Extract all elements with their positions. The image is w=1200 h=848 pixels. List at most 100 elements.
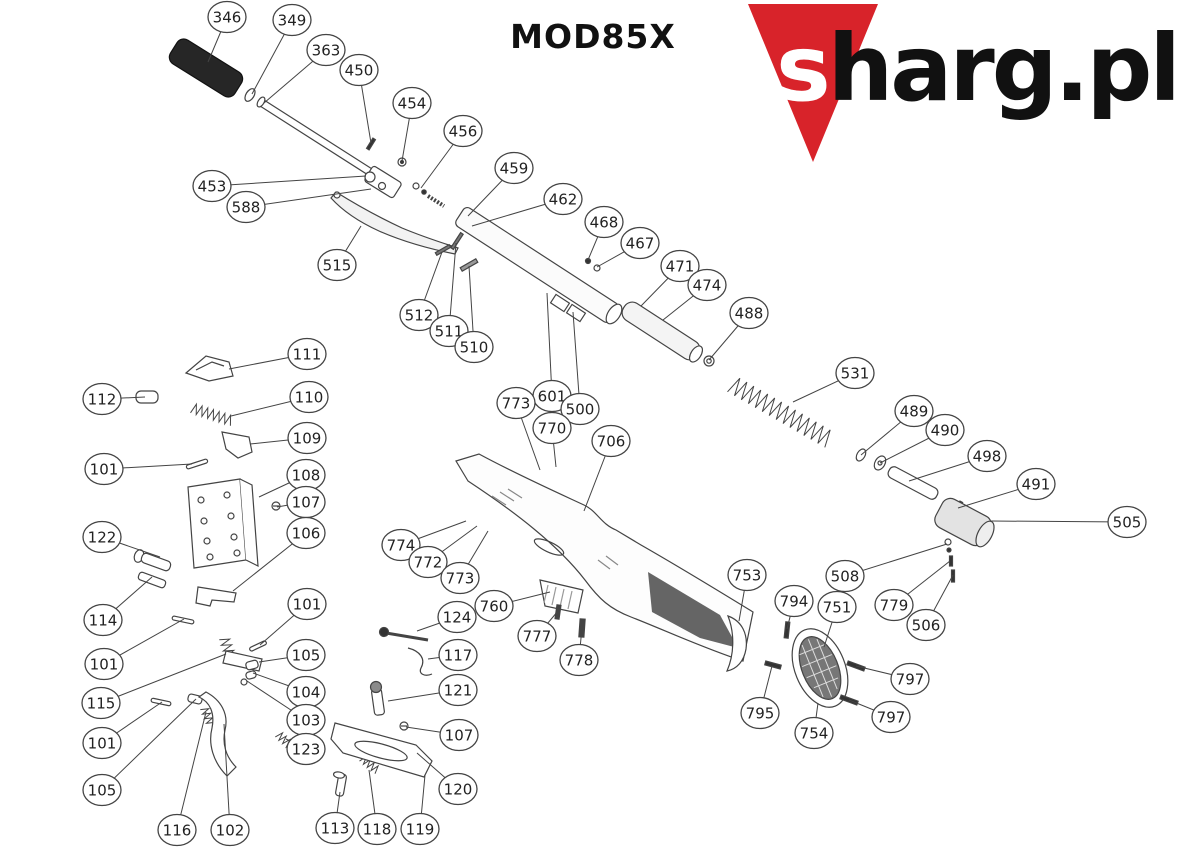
callout-circle (740, 696, 780, 730)
callout-circle (967, 439, 1007, 473)
callout-circle (287, 421, 327, 455)
part-number: 122 (88, 528, 117, 546)
part-number: 346 (213, 8, 242, 26)
callout-circle (357, 812, 397, 846)
callout-circle (454, 330, 494, 364)
part-number: 512 (405, 306, 434, 324)
callout-circle (399, 298, 439, 332)
callout-circle (210, 813, 250, 847)
callout-circle (392, 86, 432, 120)
part-number: 506 (912, 616, 941, 634)
part-callout-108-35: 108 (258, 458, 326, 498)
callout-circle (687, 268, 727, 302)
part-callout-706-23: 706 (583, 424, 631, 512)
silencer (168, 38, 244, 98)
callout-circle (871, 700, 911, 734)
part-callout-110-32: 110 (230, 380, 329, 417)
callout-circle (620, 226, 660, 260)
callout-circle (825, 559, 865, 593)
part-callout-456-5: 456 (420, 114, 483, 189)
part-number: 110 (295, 388, 324, 406)
part-callout-116-49: 116 (157, 711, 207, 847)
part-number: 772 (414, 553, 443, 571)
callout-circle (906, 608, 946, 642)
callout-circle (494, 151, 534, 185)
part-callout-797-74: 797 (848, 699, 911, 734)
part-number: 459 (500, 159, 529, 177)
part-number: 751 (823, 598, 852, 616)
spring-coil (200, 708, 215, 724)
part-number: 101 (90, 655, 119, 673)
part-number: 103 (292, 711, 321, 729)
trigger-plate (187, 478, 259, 569)
spring-coil (190, 402, 232, 426)
part-callout-119-53: 119 (400, 774, 440, 846)
part-callout-515-15: 515 (317, 225, 362, 282)
part-callout-118-52: 118 (357, 769, 397, 846)
trigger-screws (133, 501, 281, 589)
part-callout-111-30: 111 (228, 337, 327, 371)
part-number: 108 (292, 466, 321, 484)
part-number: 117 (444, 646, 473, 664)
callout-circle (584, 205, 624, 239)
part-callout-454-4: 454 (392, 86, 432, 162)
part-callout-107-55: 107 (405, 718, 479, 752)
part-number: 115 (87, 694, 116, 712)
rear-tube (621, 301, 715, 367)
callout-circle (560, 392, 600, 426)
part-callout-506-71: 506 (906, 574, 954, 642)
part-number: 706 (597, 432, 626, 450)
part-number: 505 (1113, 513, 1142, 531)
part-number: 760 (480, 597, 509, 615)
part-number: 795 (746, 704, 775, 722)
part-callout-512-16: 512 (399, 251, 443, 332)
part-callout-114-39: 114 (83, 576, 153, 637)
part-number: 121 (444, 681, 473, 699)
part-number: 500 (566, 400, 595, 418)
trigger-guard-plate (330, 722, 433, 797)
part-number: 454 (398, 94, 427, 112)
trigger-blade (197, 691, 237, 777)
part-callout-101-46: 101 (82, 701, 163, 760)
callout-circle (438, 638, 478, 672)
callout-circle (286, 732, 326, 766)
part-number: 489 (900, 402, 929, 420)
logo-triangle (748, 4, 878, 162)
part-callout-120-54: 120 (416, 752, 478, 806)
part-number: 450 (345, 61, 374, 79)
part-callout-113-51: 113 (315, 791, 355, 845)
part-callout-462-7: 462 (471, 182, 583, 227)
callout-circle (543, 182, 583, 216)
piston (934, 497, 995, 548)
part-callout-346-0: 346 (207, 0, 247, 63)
leader-line (546, 292, 553, 397)
callout-circle (517, 619, 557, 653)
part-callout-770-22: 770 (532, 411, 572, 468)
part-number: 124 (443, 608, 472, 626)
part-callout-774-59: 774 (381, 520, 467, 562)
part-callout-511-17: 511 (429, 242, 469, 348)
part-callout-779-70: 779 (874, 560, 951, 622)
callout-circle (287, 337, 327, 371)
part-callout-102-50: 102 (210, 723, 250, 847)
leader-line (223, 723, 231, 831)
part-callout-753-65: 753 (727, 558, 767, 622)
part-callout-121-56: 121 (387, 673, 478, 707)
part-number: 490 (931, 421, 960, 439)
part-number: 498 (973, 447, 1002, 465)
stock (455, 453, 754, 662)
part-number: 101 (293, 595, 322, 613)
part-callout-117-57: 117 (427, 638, 478, 672)
callout-circle (84, 452, 124, 486)
part-number: 119 (406, 820, 435, 838)
callout-circle (82, 520, 122, 554)
part-callout-498-27: 498 (908, 439, 1007, 482)
leader-line (176, 711, 207, 831)
part-number: 349 (278, 11, 307, 29)
part-callout-508-69: 508 (825, 543, 948, 593)
callout-circle (315, 811, 355, 845)
part-number: 601 (538, 387, 567, 405)
part-callout-101-34: 101 (84, 452, 193, 486)
part-number: 777 (523, 627, 552, 645)
part-callout-773-21: 773 (496, 386, 541, 471)
